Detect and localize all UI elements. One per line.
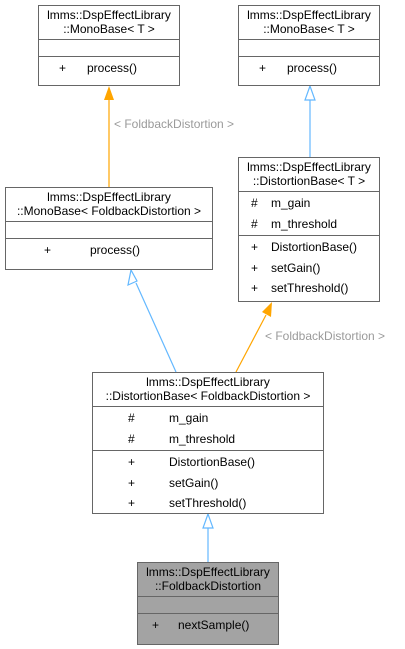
visibility-marker: + xyxy=(251,281,259,296)
method-name: setThreshold() xyxy=(271,281,349,296)
method-row: + DistortionBase() xyxy=(239,237,379,258)
visibility-marker: + xyxy=(251,240,259,255)
class-title-line: ::DistortionBase< FoldbackDistortion > xyxy=(105,389,311,403)
method-row: + process() xyxy=(239,58,379,79)
attributes-section xyxy=(239,39,379,56)
class-title-line: ::MonoBase< T > xyxy=(263,22,355,36)
attribute-row: # m_gain xyxy=(239,193,379,214)
methods-section: + nextSample() xyxy=(138,613,278,637)
class-title: lmms::DspEffectLibrary ::MonoBase< T > xyxy=(39,6,179,39)
attributes-section xyxy=(6,221,212,238)
edge-distortion-template-arrowhead xyxy=(262,302,272,317)
class-title-line: ::DistortionBase< T > xyxy=(252,174,366,188)
class-title-line: lmms::DspEffectLibrary xyxy=(47,8,171,22)
visibility-marker: + xyxy=(251,260,259,275)
method-row: + nextSample() xyxy=(138,615,278,636)
class-box-monobase-t[interactable]: lmms::DspEffectLibrary ::MonoBase< T > +… xyxy=(38,5,180,86)
edge-distortion-template xyxy=(235,314,267,373)
edge-distortion-mono-arrowhead xyxy=(304,84,316,101)
class-title-line: lmms::DspEffectLibrary xyxy=(146,565,270,579)
class-title: lmms::DspEffectLibrary ::MonoBase< Foldb… xyxy=(6,188,212,221)
visibility-marker: + xyxy=(152,618,160,633)
method-name: process() xyxy=(87,61,138,76)
edge-distortionfd-monofd-arrowhead xyxy=(127,268,138,287)
edge-mono-template-arrowhead xyxy=(104,86,114,100)
class-title-line: ::MonoBase< FoldbackDistortion > xyxy=(16,204,202,218)
attribute-name: m_gain xyxy=(169,411,209,426)
visibility-marker: + xyxy=(128,475,136,490)
method-row: + setGain() xyxy=(93,473,323,494)
class-box-foldbackdistortion[interactable]: lmms::DspEffectLibrary ::FoldbackDistort… xyxy=(137,562,279,645)
visibility-marker: # xyxy=(251,216,258,231)
method-row: + setGain() xyxy=(239,258,379,279)
class-title-line: ::MonoBase< T > xyxy=(63,22,155,36)
class-title-line: lmms::DspEffectLibrary xyxy=(47,190,171,204)
visibility-marker: + xyxy=(44,243,52,258)
method-name: DistortionBase() xyxy=(271,240,358,255)
visibility-marker: # xyxy=(251,196,258,211)
visibility-marker: + xyxy=(259,61,267,76)
method-name: process() xyxy=(90,243,141,258)
methods-section: + process() xyxy=(6,238,212,262)
visibility-marker: + xyxy=(128,496,136,511)
class-title-line: lmms::DspEffectLibrary xyxy=(247,160,371,174)
edge-foldback-distortion-arrowhead xyxy=(202,512,214,529)
method-row: + DistortionBase() xyxy=(93,452,323,473)
method-row: + process() xyxy=(39,58,179,79)
attribute-name: m_threshold xyxy=(169,431,236,446)
method-name: setGain() xyxy=(169,475,219,490)
methods-section: + process() xyxy=(39,56,179,80)
method-name: process() xyxy=(287,61,338,76)
method-name: setThreshold() xyxy=(169,496,247,511)
visibility-marker: + xyxy=(59,61,67,76)
class-title-line: lmms::DspEffectLibrary xyxy=(247,8,371,22)
visibility-marker: # xyxy=(128,411,135,426)
method-name: nextSample() xyxy=(178,618,250,633)
attributes-section: # m_gain # m_threshold xyxy=(239,191,379,235)
attribute-row: # m_threshold xyxy=(239,214,379,235)
attributes-section xyxy=(138,596,278,613)
class-box-monobase-foldback[interactable]: lmms::DspEffectLibrary ::MonoBase< Foldb… xyxy=(5,187,213,270)
attribute-row: # m_gain xyxy=(93,408,323,429)
method-row: + setThreshold() xyxy=(239,278,379,299)
class-title: lmms::DspEffectLibrary ::DistortionBase<… xyxy=(239,158,379,191)
method-row: + process() xyxy=(6,240,212,261)
attribute-name: m_threshold xyxy=(271,216,338,231)
edge-distortionfd-monofd xyxy=(135,282,177,373)
class-box-distortionbase-t[interactable]: lmms::DspEffectLibrary ::DistortionBase<… xyxy=(238,157,380,302)
class-title: lmms::DspEffectLibrary ::DistortionBase<… xyxy=(93,373,323,406)
methods-section: + process() xyxy=(239,56,379,80)
method-name: DistortionBase() xyxy=(169,455,256,470)
attribute-row: # m_threshold xyxy=(93,429,323,450)
visibility-marker: # xyxy=(128,431,135,446)
class-title-line: lmms::DspEffectLibrary xyxy=(146,375,270,389)
methods-section: + DistortionBase() + setGain() + setThre… xyxy=(93,450,323,515)
attributes-section: # m_gain # m_threshold xyxy=(93,406,323,450)
edge-label-distortion-template: < FoldbackDistortion > xyxy=(265,329,386,343)
class-title-line: ::FoldbackDistortion xyxy=(154,579,262,593)
class-box-distortionbase-foldback[interactable]: lmms::DspEffectLibrary ::DistortionBase<… xyxy=(92,372,324,514)
class-title: lmms::DspEffectLibrary ::MonoBase< T > xyxy=(239,6,379,39)
visibility-marker: + xyxy=(128,455,136,470)
class-box-monobase-t-2[interactable]: lmms::DspEffectLibrary ::MonoBase< T > +… xyxy=(238,5,380,86)
attributes-section xyxy=(39,39,179,56)
attribute-name: m_gain xyxy=(271,196,311,211)
method-name: setGain() xyxy=(271,260,321,275)
edge-label-mono-template: < FoldbackDistortion > xyxy=(114,117,235,131)
method-row: + setThreshold() xyxy=(93,493,323,514)
methods-section: + DistortionBase() + setGain() + setThre… xyxy=(239,235,379,300)
class-title: lmms::DspEffectLibrary ::FoldbackDistort… xyxy=(138,563,278,596)
